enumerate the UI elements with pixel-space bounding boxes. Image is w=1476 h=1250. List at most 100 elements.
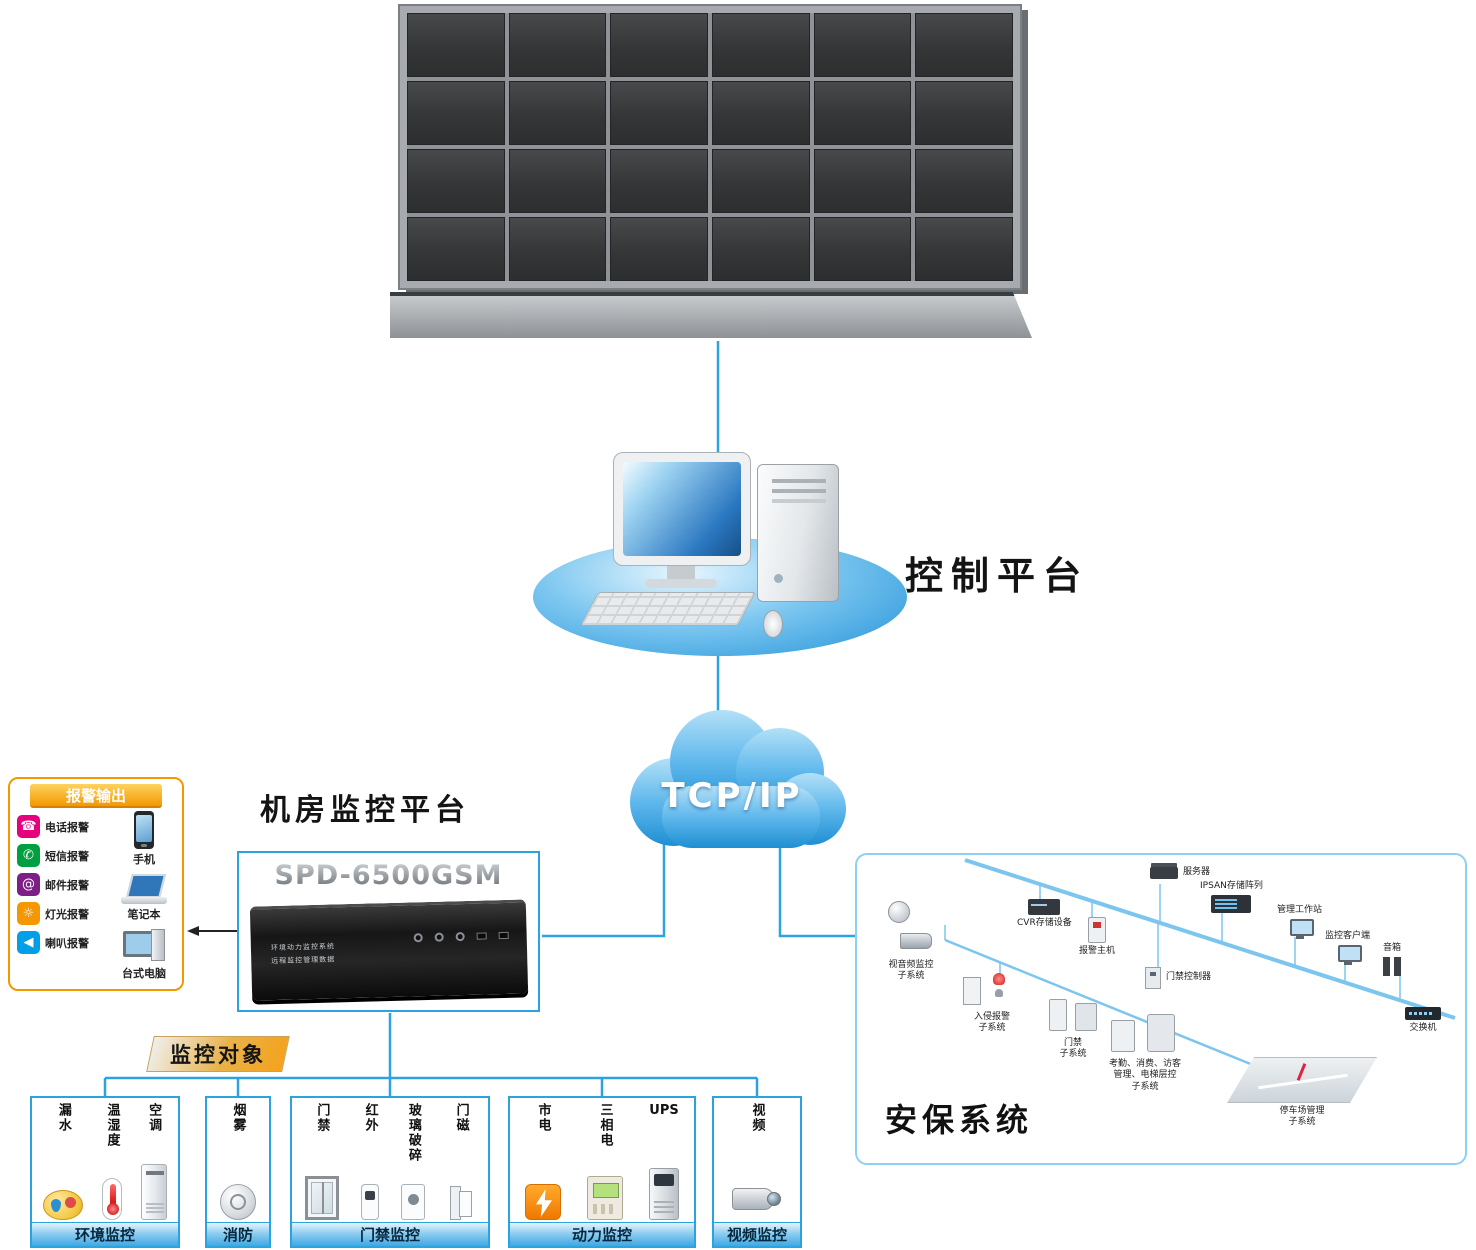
door-magnet-icon [447, 1184, 475, 1220]
monitor-item-label: 三相电 [597, 1103, 613, 1148]
security-node-label: 音箱 [1382, 943, 1401, 953]
monitor-item: 红外 [361, 1103, 380, 1220]
mobile-phone-icon [134, 811, 154, 849]
sms-alarm-icon: ✆ [17, 844, 40, 867]
three-phase-icon [587, 1176, 623, 1220]
server-icon [1150, 867, 1178, 879]
smoke-detector-icon [220, 1184, 256, 1220]
wall-screen-cell [813, 149, 912, 213]
alarm-device-label: 笔记本 [127, 908, 161, 921]
alarm-item-list: ☎电话报警✆短信报警@邮件报警☼灯光报警◀喇叭报警 [17, 815, 89, 954]
alarm-item-label: 邮件报警 [45, 878, 89, 892]
monitor-item: 玻璃破碎 [401, 1103, 426, 1220]
wall-screen-cell [915, 13, 1013, 77]
wall-screen-cell [711, 81, 810, 145]
water-leak-icon [43, 1190, 84, 1220]
monitor-item-label: 烟雾 [230, 1103, 246, 1133]
workstation-icon [1289, 919, 1314, 940]
ups-icon [649, 1168, 679, 1220]
monitor-item-label: 漏水 [55, 1103, 71, 1133]
monitor-item: 空调 [140, 1103, 167, 1220]
alarm-item: ✆ 短信报警 [17, 844, 89, 867]
wall-screen-cell [813, 217, 912, 281]
telephone-alarm-icon: ☎ [17, 815, 40, 838]
air-conditioner-icon [140, 1164, 167, 1220]
desktop-computer-icon [121, 929, 167, 963]
monitor-group: 漏水 温湿度空调环境监控 [30, 1096, 180, 1248]
alarm-item-label: 短信报警 [45, 849, 89, 863]
security-node-label: 考勤、消费、访客 管理、电梯层控 子系统 [1108, 1059, 1181, 1092]
security-node-label: 入侵报警 子系统 [973, 1012, 1010, 1034]
monitor-stand [667, 566, 695, 580]
tcpip-cloud: TCP/IP [612, 694, 852, 869]
wall-screen-cell [610, 149, 708, 213]
storage-array-icon [1211, 895, 1252, 914]
wall-screen-cell [407, 13, 505, 77]
control-platform-label: 控制平台 [905, 554, 1090, 598]
alarm-item: ☎ 电话报警 [17, 815, 89, 838]
alarm-device-label: 台式电脑 [122, 967, 166, 980]
room-platform-title: 机房监控平台 [260, 793, 470, 828]
access-controller-icon [1145, 967, 1161, 989]
monitor-base [645, 579, 717, 588]
mains-power-icon [525, 1184, 561, 1220]
security-node-label: 服务器 [1183, 867, 1211, 878]
security-node: 音箱 [1381, 943, 1403, 977]
cvr-storage-icon [1028, 899, 1061, 915]
wall-screen-cell [711, 217, 810, 281]
wall-screen-cell [915, 217, 1013, 281]
security-node: 交换机 [1405, 1007, 1441, 1034]
video-wall [398, 4, 1022, 290]
wall-screen-cell [915, 149, 1013, 213]
computer-tower-icon [757, 464, 839, 602]
wall-screen-cell [813, 81, 912, 145]
monitor-group-items: 视频 [716, 1103, 798, 1220]
av-monitor-icon [882, 899, 940, 957]
security-node: 监控客户端 [1325, 931, 1370, 966]
alarm-item-label: 灯光报警 [45, 907, 89, 921]
monitor-item: 漏水 [43, 1103, 84, 1220]
monitor-group: 视频视频监控 [712, 1096, 802, 1248]
alarm-output-device: 台式电脑 [121, 929, 167, 981]
security-node-label: 交换机 [1409, 1023, 1437, 1033]
wall-screen-cell [508, 13, 607, 77]
alarm-output-panel: 报警输出 ☎电话报警✆短信报警@邮件报警☼灯光报警◀喇叭报警 手机笔记本台式电脑 [8, 777, 184, 991]
monitor-client-icon [1337, 945, 1362, 966]
alarm-device-list: 手机笔记本台式电脑 [111, 811, 177, 981]
security-node-label: 停车场管理 子系统 [1279, 1106, 1325, 1128]
alarm-item: ☼灯光报警 [17, 902, 89, 925]
control-platform-computer [525, 446, 915, 664]
email-alarm-icon: @ [17, 873, 40, 896]
monitor-group-items: 门禁红外玻璃破碎门磁 [294, 1103, 486, 1220]
monitor-group-name: 环境监控 [32, 1222, 178, 1246]
monitor-item: 三相电 [587, 1103, 623, 1220]
security-node-label: 视音频监控 子系统 [888, 960, 934, 982]
wall-screen-cell [711, 13, 810, 77]
wall-screen-cell [915, 81, 1013, 145]
alarm-item-label: 电话报警 [45, 820, 89, 834]
wall-screen-cell [407, 149, 505, 213]
monitor-group-items: 烟雾 [209, 1103, 267, 1220]
alarm-output-header: 报警输出 [30, 784, 162, 808]
security-node: 入侵报警 子系统 [957, 967, 1027, 1035]
security-node-label: 报警主机 [1079, 946, 1116, 956]
alarm-item: @ 邮件报警 [17, 873, 89, 896]
video-wall-base [390, 292, 1032, 338]
wall-screen-cell [711, 149, 810, 213]
glass-break-icon [401, 1184, 426, 1220]
security-node: 门禁 子系统 [1045, 995, 1101, 1061]
alarm-device-label: 手机 [133, 853, 155, 866]
security-node: 门禁控制器 [1145, 967, 1211, 989]
monitor-item-label: 红外 [362, 1103, 378, 1133]
monitor-group: 烟雾消防 [205, 1096, 271, 1248]
monitor-group-name: 消防 [207, 1222, 269, 1246]
video-wall-grid [407, 13, 1013, 281]
monitor-item: 温湿度 [101, 1103, 122, 1220]
mouse-icon [763, 610, 783, 638]
monitor-item: 烟雾 [220, 1103, 256, 1220]
